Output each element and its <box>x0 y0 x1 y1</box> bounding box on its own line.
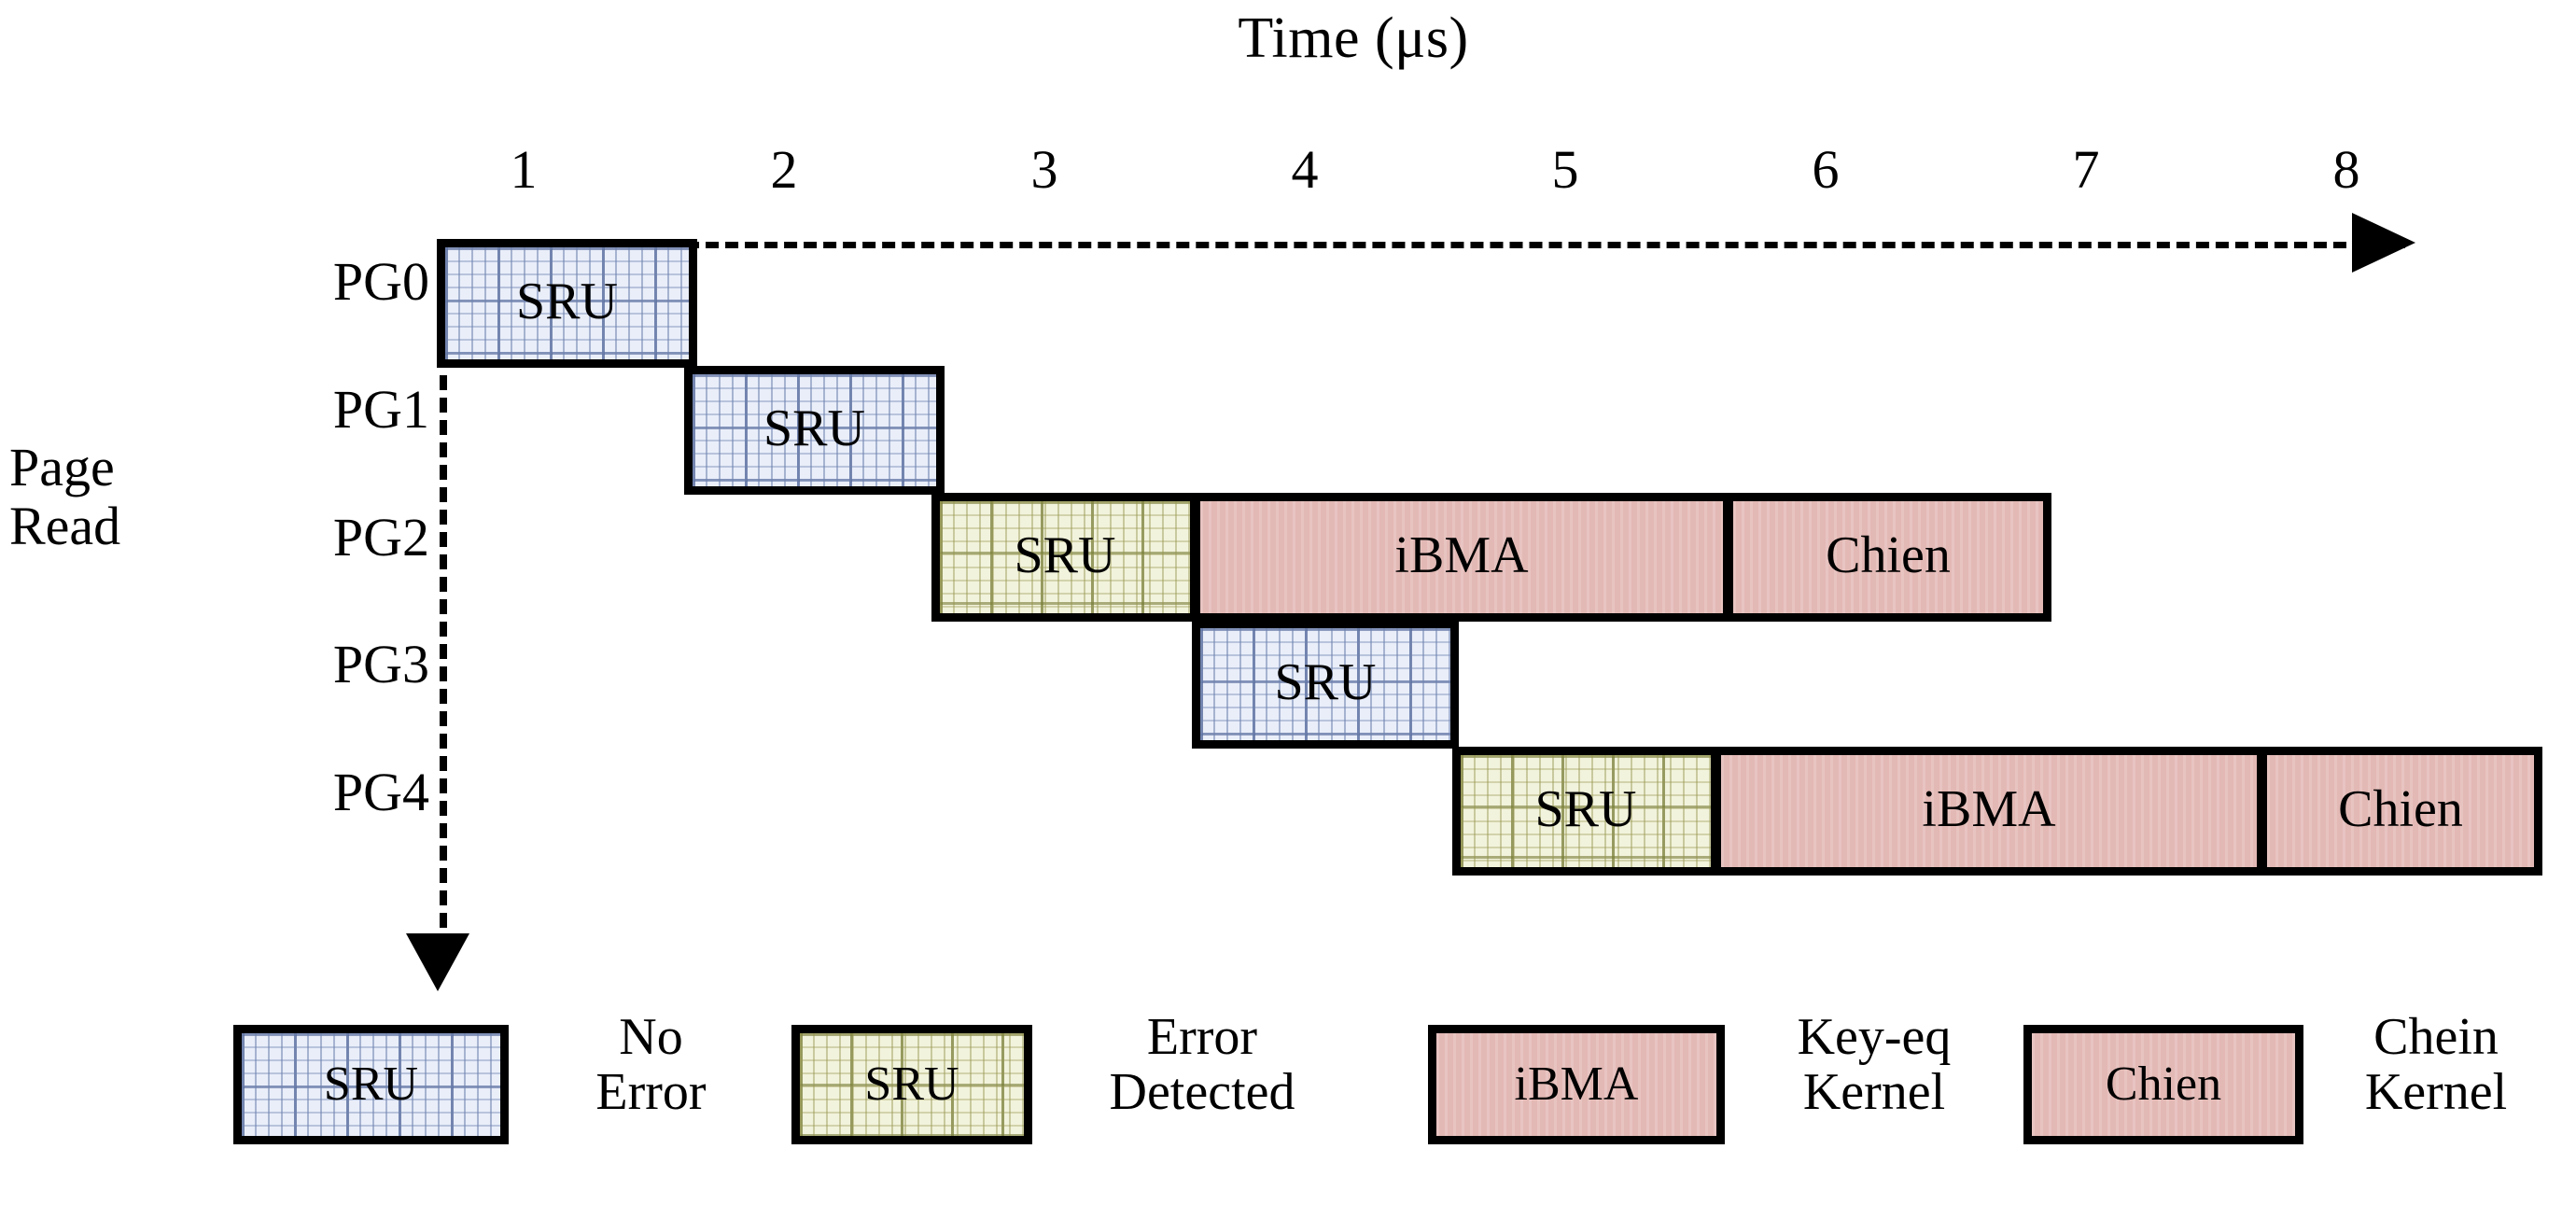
legend-swatch-chein-kernel[interactable]: Chien <box>2023 1025 2303 1144</box>
legend-swatch-key-eq-kernel[interactable]: iBMA <box>1428 1025 1725 1144</box>
time-axis-title: Time (μs) <box>1238 7 1469 70</box>
row-label-pg4: PG4 <box>332 762 429 822</box>
task-pg3-sru-label: SRU <box>1274 653 1377 711</box>
task-pg4-sru[interactable]: SRU <box>1452 747 1719 876</box>
legend-text-key-eq-kernel-line2: Kernel <box>1802 1063 1946 1122</box>
task-pg4-chien[interactable]: Chien <box>2259 747 2542 876</box>
tick-label-3: 3 <box>1030 139 1058 200</box>
legend-text-no-error-line2: Error <box>595 1063 707 1122</box>
legend-text-chein-kernel-line2: Kernel <box>2364 1063 2508 1122</box>
legend-text-error-detected-line2: Detected <box>1109 1063 1295 1122</box>
tick-label-8: 8 <box>2332 139 2360 200</box>
tick-label-4: 4 <box>1291 139 1319 200</box>
task-pg4-ibma-label: iBMA <box>1922 780 2056 838</box>
page-read-dashed-line <box>440 308 447 973</box>
legend-text-no-error-line1: No <box>619 1008 683 1066</box>
task-pg4-ibma[interactable]: iBMA <box>1713 747 2265 876</box>
task-pg2-chien-label: Chien <box>1826 526 1951 584</box>
page-read-caption-line1: Page <box>9 437 115 497</box>
legend-swatch-key-eq-kernel-label: iBMA <box>1514 1058 1639 1111</box>
legend-text-error-detected-line1: Error <box>1146 1008 1258 1066</box>
legend-swatch-error-detected-label: SRU <box>864 1058 959 1111</box>
tick-label-6: 6 <box>1812 139 1840 200</box>
task-pg2-sru-label: SRU <box>1014 526 1116 584</box>
legend-swatch-no-error[interactable]: SRU <box>233 1025 509 1144</box>
page-read-caption: Page Read <box>9 437 243 556</box>
tick-label-5: 5 <box>1551 139 1579 200</box>
row-label-pg3: PG3 <box>332 634 429 694</box>
legend-swatch-error-detected[interactable]: SRU <box>791 1025 1032 1144</box>
task-pg2-sru[interactable]: SRU <box>931 493 1198 622</box>
legend-text-key-eq-kernel-line1: Key-eq <box>1797 1008 1952 1066</box>
tick-label-2: 2 <box>770 139 798 200</box>
legend-text-no-error: No Error <box>527 1008 775 1122</box>
task-pg1-sru[interactable]: SRU <box>684 366 945 495</box>
task-pg4-chien-label: Chien <box>2338 780 2463 838</box>
legend-swatch-no-error-label: SRU <box>323 1058 419 1111</box>
page-read-caption-line2: Read <box>9 495 121 556</box>
task-pg0-sru-label: SRU <box>516 273 618 330</box>
row-label-pg2: PG2 <box>332 507 429 567</box>
tick-label-1: 1 <box>510 139 538 200</box>
legend-text-chein-kernel: Chein Kernel <box>2305 1008 2567 1122</box>
task-pg0-sru[interactable]: SRU <box>437 239 697 368</box>
row-label-pg1: PG1 <box>332 379 429 440</box>
page-read-arrowhead-icon <box>406 933 469 991</box>
task-pg4-sru-label: SRU <box>1534 780 1637 838</box>
task-pg1-sru-label: SRU <box>763 399 865 457</box>
legend-text-key-eq-kernel: Key-eq Kernel <box>1734 1008 2014 1122</box>
legend-text-error-detected: Error Detected <box>1043 1008 1361 1122</box>
time-axis-dashed-line <box>627 242 2405 248</box>
time-axis-arrowhead-icon <box>2352 213 2415 273</box>
task-pg2-ibma-label: iBMA <box>1394 526 1529 584</box>
task-pg2-ibma[interactable]: iBMA <box>1192 493 1731 622</box>
tick-label-7: 7 <box>2072 139 2100 200</box>
legend-text-chein-kernel-line1: Chein <box>2373 1008 2499 1066</box>
task-pg3-sru[interactable]: SRU <box>1192 620 1459 749</box>
row-label-pg0: PG0 <box>332 251 429 312</box>
legend-swatch-chein-kernel-label: Chien <box>2105 1058 2222 1111</box>
task-pg2-chien[interactable]: Chien <box>1725 493 2051 622</box>
